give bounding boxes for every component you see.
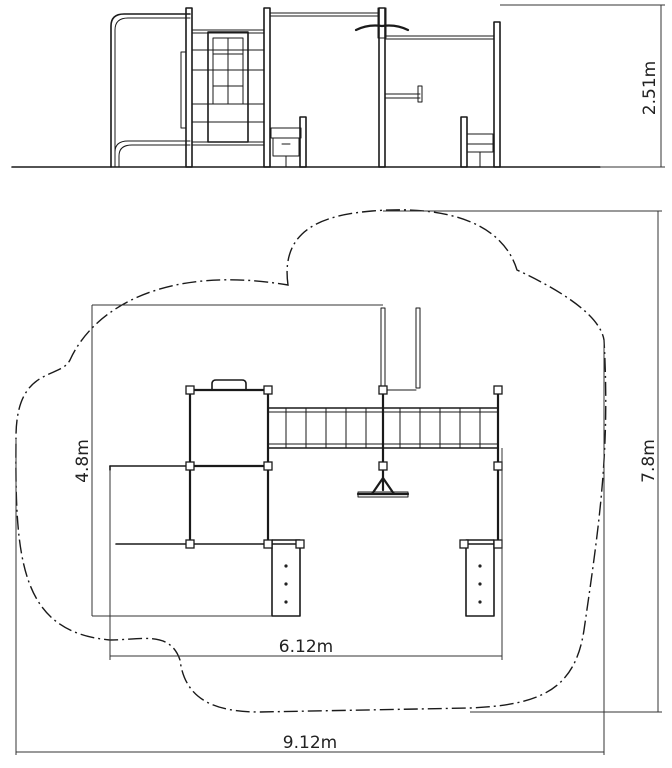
post [493, 21, 501, 168]
plan-view: 4.8m 6.12m 7.8m 9.12m [15, 209, 662, 755]
curved-frame [110, 13, 191, 168]
joint-nodes [185, 385, 503, 549]
post [263, 7, 271, 168]
safety-depth-label: 7.8m [639, 439, 659, 483]
width-label: 6.12m [279, 637, 333, 657]
bench-right-plan [465, 539, 495, 617]
post [378, 7, 386, 168]
safety-zone-outline [15, 209, 607, 713]
height-label: 2.51m [640, 61, 660, 115]
post [185, 7, 193, 168]
monkey-bar-rungs [285, 407, 481, 449]
monkey-bars [267, 407, 499, 449]
bench-left-plan [271, 539, 301, 617]
bench-right [460, 116, 468, 168]
t-base [356, 476, 410, 496]
stretch-bar [380, 307, 386, 389]
climbing-panel [207, 31, 249, 143]
elevation-view: 2.51m [11, 4, 665, 168]
bench-left [299, 116, 307, 168]
stretch-bar [415, 307, 421, 389]
depth-label: 4.8m [73, 439, 93, 483]
safety-width-label: 9.12m [283, 733, 337, 753]
top-handle [211, 379, 247, 391]
t-handle [354, 24, 410, 32]
